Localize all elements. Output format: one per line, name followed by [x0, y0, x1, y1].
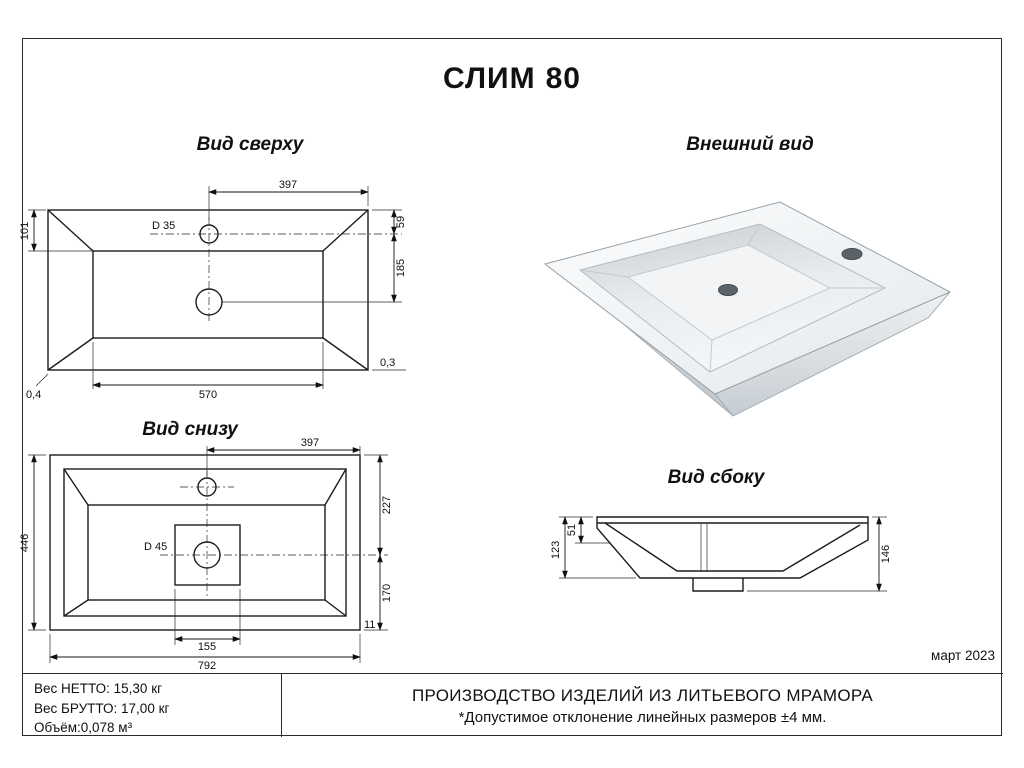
top-view-labels: 397 59 101 D 35 185 0,3 0,4 570	[19, 179, 407, 401]
side-view-drawing: 51 123 146	[550, 516, 892, 592]
production-box: ПРОИЗВОДСТВО ИЗДЕЛИЙ ИЗ ЛИТЬЕВОГО МРАМОР…	[282, 674, 1003, 737]
date-label: март 2023	[931, 648, 995, 663]
dim-123-label: 123	[550, 541, 562, 559]
model-size: 80	[545, 62, 581, 95]
dim-59-label: 59	[395, 216, 407, 228]
dim-d35-label: D 35	[152, 220, 175, 232]
specs-box: Вес НЕТТО: 15,30 кг Вес БРУТТО: 17,00 кг…	[22, 674, 282, 737]
top-view-outline	[47, 209, 369, 371]
dim-185-label: 185	[395, 259, 407, 277]
spec-weight-brutto: Вес БРУТТО: 17,00 кг	[34, 700, 170, 716]
dim-170-label: 170	[381, 584, 393, 602]
faucet-hole-3d	[841, 248, 863, 260]
page-title: СЛИМ 80	[0, 62, 1024, 96]
production-line1: ПРОИЗВОДСТВО ИЗДЕЛИЙ ИЗ ЛИТЬЕВОГО МРАМОР…	[411, 685, 874, 705]
side-view-dimension-lines	[562, 516, 882, 592]
dim-11-label: 11	[364, 619, 375, 631]
drain-hole-3d	[718, 284, 738, 296]
heading-top-view: Вид сверху	[196, 134, 304, 155]
production-line2: *Допустимое отклонение линейных размеров…	[458, 708, 827, 726]
bottom-view-dimension-lines	[31, 447, 383, 660]
drain-stub	[692, 578, 744, 592]
dim-227-label: 227	[381, 496, 393, 514]
side-view-outline	[596, 516, 869, 592]
dim-397-bottom-label: 397	[301, 437, 319, 449]
spec-volume: Объём:0,078 м³	[34, 720, 133, 736]
dim-101-label: 101	[19, 222, 31, 240]
heading-external-view: Внешний вид	[686, 134, 814, 155]
bottom-view-extension-lines	[28, 446, 388, 663]
heading-bottom-view: Вид снизу	[142, 419, 238, 440]
dim-0-4-label: 0,4	[26, 389, 41, 401]
model-name: СЛИМ	[443, 62, 536, 95]
bottom-view-outline	[49, 454, 361, 631]
dim-570-label: 570	[199, 389, 217, 401]
bottom-view-labels: 397 446 227 170 D 45 155 11 792	[19, 437, 393, 672]
top-view-extension-lines	[28, 186, 406, 389]
top-view-drawing: 397 59 101 D 35 185 0,3 0,4 570	[19, 179, 407, 401]
external-view-drawing	[543, 201, 952, 417]
sheet-border	[22, 38, 1002, 736]
spec-weight-netto: Вес НЕТТО: 15,30 кг	[34, 681, 163, 696]
sink-3d-render	[543, 201, 952, 417]
side-view-labels: 51 123 146	[550, 524, 892, 563]
dim-446-label: 446	[19, 534, 31, 552]
heading-side-view: Вид сбоку	[667, 467, 765, 488]
footer-bar: Вес НЕТТО: 15,30 кг Вес БРУТТО: 17,00 кг…	[22, 673, 1003, 737]
dim-51-label: 51	[566, 524, 578, 536]
dim-d45-label: D 45	[144, 541, 167, 553]
dim-792-label: 792	[198, 660, 216, 672]
dim-0-3-label: 0,3	[380, 357, 395, 369]
basin-slope-edges	[579, 223, 885, 373]
dim-146-label: 146	[880, 545, 892, 563]
dim-397-top-label: 397	[279, 179, 297, 191]
bottom-view-drawing: 397 446 227 170 D 45 155 11 792	[19, 437, 393, 672]
side-view-extension-lines	[559, 516, 887, 592]
top-view-dimension-lines	[31, 189, 397, 388]
dim-155-label: 155	[198, 641, 216, 653]
